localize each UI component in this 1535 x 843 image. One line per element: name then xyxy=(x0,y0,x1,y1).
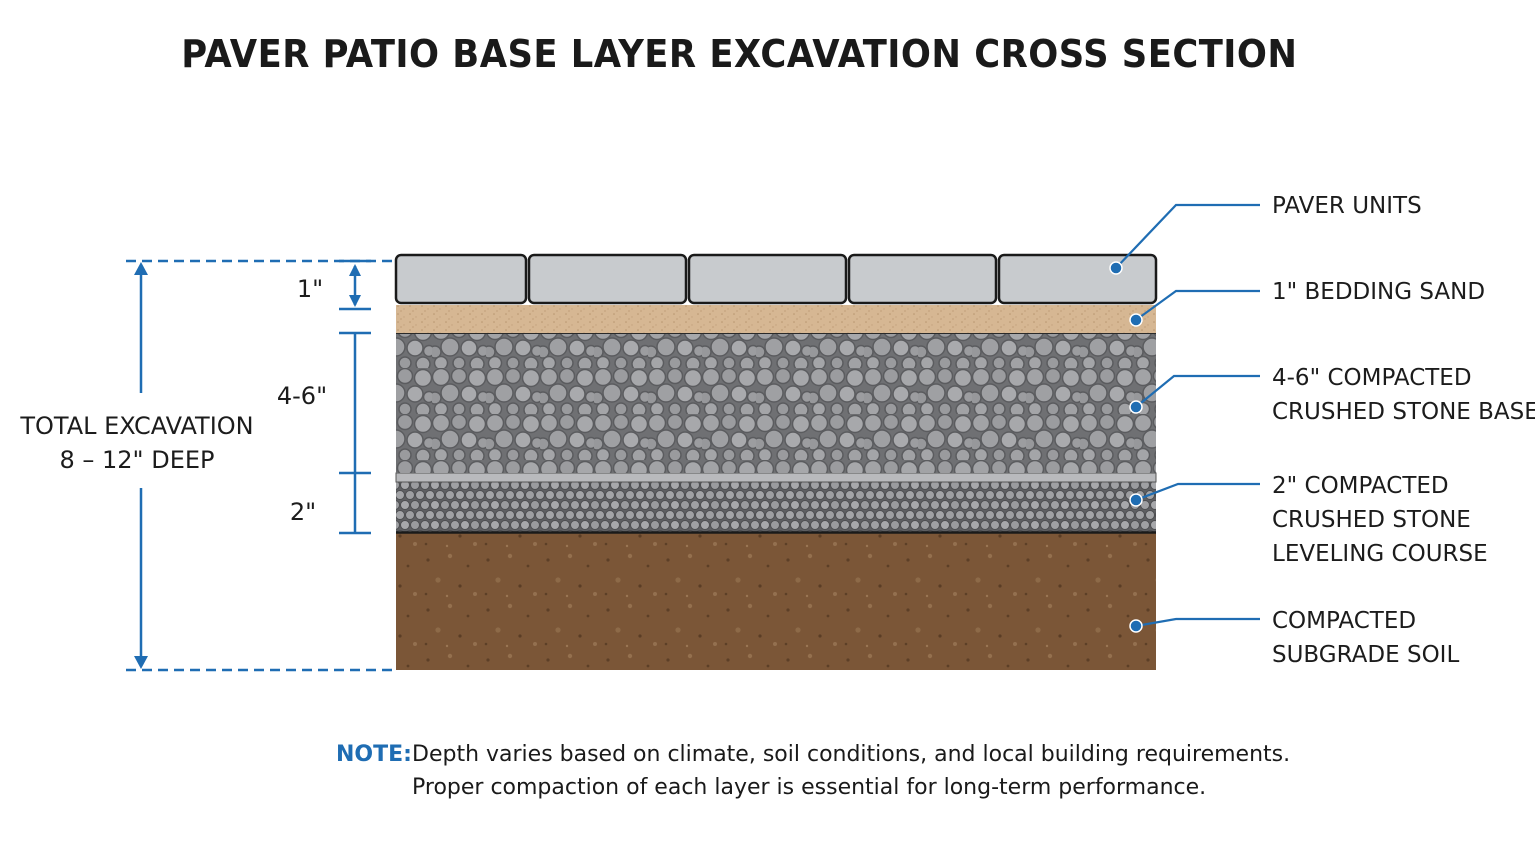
callout-leaders xyxy=(1115,203,1260,628)
note-line2: Proper compaction of each layer is essen… xyxy=(412,775,1207,800)
label-leveling-line3: LEVELING COURSE xyxy=(1272,541,1488,567)
label-leveling-line2: CRUSHED STONE xyxy=(1272,507,1471,533)
total-excavation-label-line2: 8 – 12" DEEP xyxy=(59,446,214,474)
note-key: NOTE: xyxy=(336,742,412,767)
label-paver-units: PAVER UNITS xyxy=(1272,193,1422,219)
label-subgrade-line1: COMPACTED xyxy=(1272,608,1416,634)
label-base-line1: 4-6" COMPACTED xyxy=(1272,365,1472,391)
note-line1: Depth varies based on climate, soil cond… xyxy=(412,742,1291,767)
total-excavation-label-line1: TOTAL EXCAVATION xyxy=(19,412,253,440)
subgrade-soil-layer xyxy=(396,533,1156,670)
dimension-leveling-label: 2" xyxy=(290,498,316,526)
paver-unit xyxy=(527,253,688,305)
paver-unit xyxy=(687,253,848,305)
note-block: NOTE:Depth varies based on climate, soil… xyxy=(336,738,1290,804)
leveling-course-layer xyxy=(396,482,1156,532)
paver-unit xyxy=(394,253,528,305)
label-leveling-line1: 2" COMPACTED xyxy=(1272,473,1449,499)
layer-dimension-lines xyxy=(339,259,371,535)
dimension-bedding-label: 1" xyxy=(297,275,323,303)
label-subgrade-line2: SUBGRADE SOIL xyxy=(1272,642,1459,668)
separator-strip xyxy=(395,472,1157,483)
paver-units xyxy=(394,253,1158,305)
callout-dots xyxy=(1109,261,1143,633)
paver-unit xyxy=(847,253,998,305)
bedding-sand-layer xyxy=(396,305,1156,333)
diagram-title: PAVER PATIO BASE LAYER EXCAVATION CROSS … xyxy=(181,32,1298,76)
label-base-line2: CRUSHED STONE BASE xyxy=(1272,399,1535,425)
crushed-stone-base-layer xyxy=(396,333,1156,473)
paver-unit xyxy=(997,253,1158,305)
dimension-base-label: 4-6" xyxy=(277,382,327,410)
label-bedding-sand: 1" BEDDING SAND xyxy=(1272,279,1485,305)
